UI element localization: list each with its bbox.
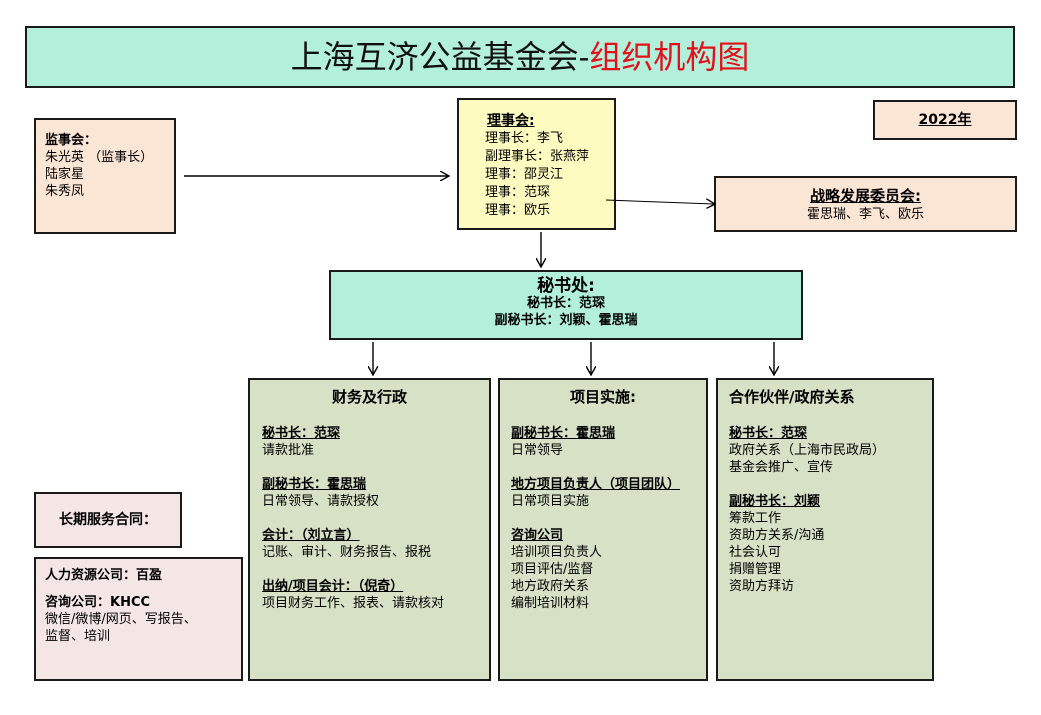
strategy-committee-members: 霍思瑞、李飞、欧乐 <box>806 207 924 222</box>
consulting-item: 微信/微博/网页、写报告、 <box>45 612 197 627</box>
title-banner: 上海互济公益基金会-组织机构图 <box>25 26 1015 88</box>
project-group-item: 日常项目实施 <box>511 494 590 509</box>
project-group-head: 咨询公司 <box>511 528 564 543</box>
year-label: 2022年 <box>918 112 972 128</box>
project-implementation-title: 项目实施: <box>570 388 636 406</box>
partner-group-item: 资助方拜访 <box>729 579 795 594</box>
finance-group-head: 秘书长：范琛 <box>262 426 341 441</box>
partner-group-item: 社会认可 <box>729 545 782 560</box>
board-member: 理事：邵灵江 <box>485 167 564 182</box>
board-member: 理事长：李飞 <box>485 131 564 146</box>
finance-admin-column: 财务及行政 秘书长：范琛 请款批准 副秘书长：霍思瑞 日常领导、请款授权 会计：… <box>248 378 491 681</box>
finance-group-item: 日常领导、请款授权 <box>262 494 380 509</box>
project-implementation-column: 项目实施: 副秘书长：霍思瑞 日常领导 地方项目负责人（项目团队） 日常项目实施… <box>498 378 708 681</box>
secretariat-box: 秘书处: 秘书长：范琛 副秘书长：刘颖、霍思瑞 <box>329 270 803 340</box>
supervisor-member: 朱秀凤 <box>45 184 85 199</box>
project-group-item: 地方政府关系 <box>511 579 590 594</box>
secretariat-title: 秘书处: <box>537 276 595 296</box>
arrow-board-to-strategy <box>605 200 714 204</box>
title-org-name: 上海互济公益基金会- <box>290 38 590 76</box>
project-group-item: 日常领导 <box>511 443 564 458</box>
finance-group-item: 项目财务工作、报表、请款核对 <box>262 596 445 611</box>
deputy-secretary-general: 副秘书长：刘颖、霍思瑞 <box>494 313 638 328</box>
finance-group-head: 副秘书长：霍思瑞 <box>262 477 367 492</box>
supervisor-member: 陆家星 <box>45 167 85 182</box>
year-box: 2022年 <box>873 100 1017 140</box>
consulting-item: 监督、培训 <box>45 629 111 644</box>
strategy-committee-title: 战略发展委员会: <box>810 187 921 205</box>
finance-group-item: 请款批准 <box>262 443 315 458</box>
board-title: 理事会: <box>487 113 535 129</box>
supervisory-board-title: 监事会： <box>45 133 98 148</box>
finance-group-item: 记账、审计、财务报告、报税 <box>262 545 432 560</box>
project-group-item: 培训项目负责人 <box>511 545 603 560</box>
partner-group-head: 副秘书长：刘颖 <box>729 494 821 509</box>
board-of-directors-box: 理事会: 理事长：李飞 副理事长：张燕萍 理事：邵灵江 理事：范琛 理事：欧乐 <box>457 98 616 230</box>
project-group-item: 项目评估/监督 <box>511 562 594 577</box>
finance-group-head: 出纳/项目会计：（倪奇） <box>262 579 404 594</box>
hr-company: 人力资源公司：百盈 <box>45 568 163 583</box>
supervisor-member: 朱光英 （监事长） <box>45 150 154 165</box>
long-term-contract-label: 长期服务合同： <box>59 512 157 528</box>
project-group-head: 副秘书长：霍思瑞 <box>511 426 616 441</box>
project-group-head: 地方项目负责人（项目团队） <box>511 477 681 492</box>
partner-group-item: 基金会推广、宣传 <box>729 460 834 475</box>
partner-group-head: 秘书长：范琛 <box>729 426 808 441</box>
project-group-item: 编制培训材料 <box>511 596 590 611</box>
supervisory-board-box: 监事会： 朱光英 （监事长） 陆家星 朱秀凤 <box>34 118 176 234</box>
strategy-committee-box: 战略发展委员会: 霍思瑞、李飞、欧乐 <box>714 176 1017 232</box>
consulting-company: 咨询公司：KHCC <box>45 595 151 610</box>
finance-group-head: 会计：（刘立言） <box>262 528 360 543</box>
board-member: 副理事长：张燕萍 <box>485 149 590 164</box>
finance-admin-title: 财务及行政 <box>331 388 407 406</box>
secretary-general: 秘书长：范琛 <box>526 296 605 311</box>
partner-group-item: 资助方关系/沟通 <box>729 528 825 543</box>
partner-group-item: 政府关系（上海市民政局） <box>729 443 886 458</box>
board-member: 理事：欧乐 <box>485 203 551 218</box>
partners-government-title: 合作伙伴/政府关系 <box>729 388 855 406</box>
partner-group-item: 筹款工作 <box>729 511 782 526</box>
partners-government-column: 合作伙伴/政府关系 秘书长：范琛 政府关系（上海市民政局） 基金会推广、宣传 副… <box>716 378 934 681</box>
long-term-contract-box: 长期服务合同： <box>34 492 182 548</box>
partner-group-item: 捐赠管理 <box>729 562 782 577</box>
board-member: 理事：范琛 <box>485 185 551 200</box>
title-chart-name: 组织机构图 <box>589 38 750 76</box>
vendors-box: 人力资源公司：百盈 咨询公司：KHCC 微信/微博/网页、写报告、 监督、培训 <box>34 557 243 681</box>
